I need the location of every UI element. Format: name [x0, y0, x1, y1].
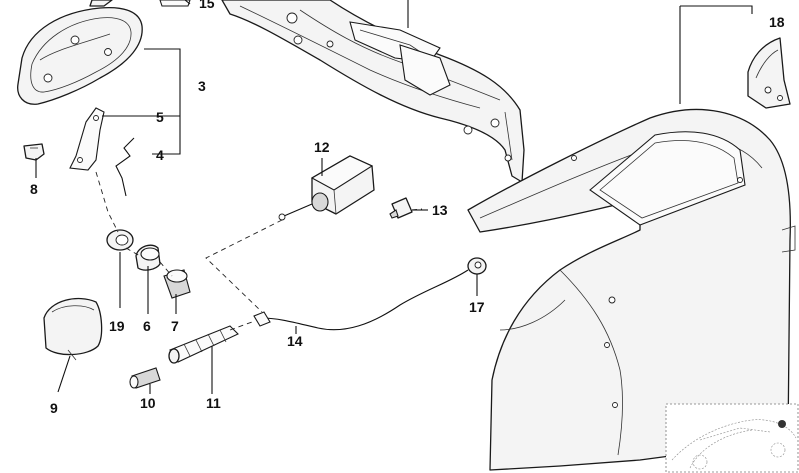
part-11-bellows-rod[interactable] [168, 325, 239, 364]
locator-marker [778, 420, 786, 428]
part-8-clip[interactable] [23, 143, 45, 161]
callout-7: 7 [171, 318, 179, 334]
side-panel-part[interactable] [467, 108, 796, 471]
callout-9: 9 [50, 400, 58, 416]
callout-14: 14 [287, 333, 303, 349]
assembly-lines [95, 171, 423, 331]
callout-18: 18 [769, 14, 785, 30]
part-18-corner-piece[interactable] [747, 37, 791, 109]
callout-13: 13 [432, 202, 448, 218]
callout-19: 19 [109, 318, 125, 334]
part-9-cap[interactable] [43, 297, 103, 361]
callout-11: 11 [206, 395, 221, 411]
callout-labels: 3 4 5 6 7 8 9 10 11 12 13 14 15 17 18 19 [30, 0, 785, 416]
vehicle-locator-thumbnail [665, 403, 799, 473]
part-15-fragment[interactable] [89, 0, 191, 7]
part-4-spring[interactable] [115, 137, 135, 197]
part-10-sleeve[interactable] [129, 367, 161, 389]
callout-15: 15 [199, 0, 215, 11]
part-19-grommet[interactable] [106, 229, 134, 251]
part-7-buffer[interactable] [163, 269, 191, 299]
callout-6: 6 [143, 318, 151, 334]
callout-leaders [35, 0, 753, 394]
rear-panel-part[interactable] [221, 0, 525, 183]
callout-10: 10 [140, 395, 156, 411]
callout-5: 5 [156, 109, 164, 125]
part-13-screw[interactable] [389, 197, 413, 219]
part-14-cable[interactable] [253, 269, 469, 331]
part-17-clip[interactable] [467, 257, 487, 275]
part-12-actuator[interactable] [278, 155, 375, 221]
callout-12: 12 [314, 139, 330, 155]
part-5-hinge-arm[interactable] [69, 107, 105, 171]
callout-4: 4 [156, 147, 164, 163]
callout-8: 8 [30, 181, 38, 197]
callout-3: 3 [198, 78, 206, 94]
callout-17: 17 [469, 299, 485, 315]
part-6-bush[interactable] [135, 244, 161, 271]
fuel-flap-part[interactable] [17, 6, 143, 105]
